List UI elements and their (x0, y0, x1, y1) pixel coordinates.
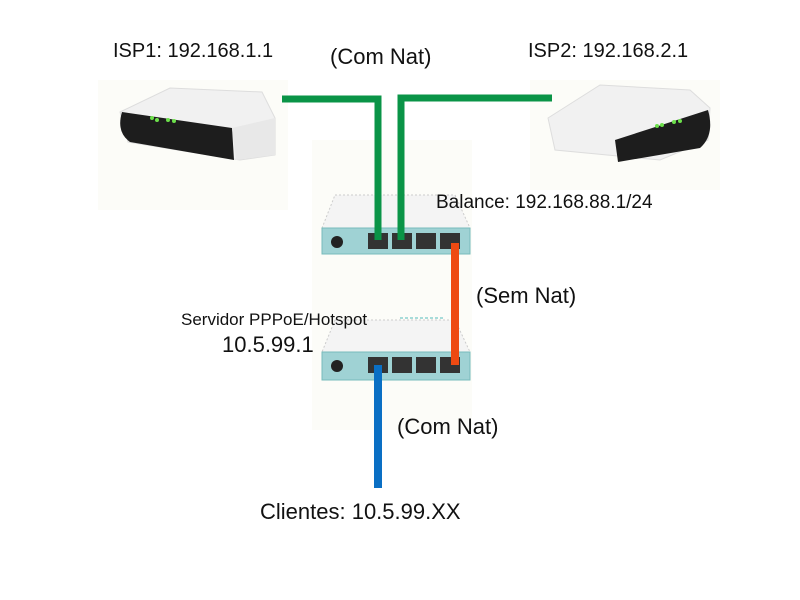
inter-link-label: (Sem Nat) (476, 283, 577, 308)
balance-label: Balance: 192.168.88.1/24 (436, 192, 653, 213)
isp2-modem (547, 84, 711, 162)
link-isp2-balance (397, 94, 552, 240)
isp1-modem (119, 87, 276, 161)
routers-bg (312, 140, 472, 430)
isp2-led-icons (655, 119, 682, 128)
client-link-label: (Com Nat) (397, 414, 499, 439)
clients-label: Clientes: 10.5.99.XX (260, 499, 461, 524)
isp1-label: ISP1: 192.168.1.1 (113, 40, 274, 62)
isp2-label: ISP2: 192.168.2.1 (528, 40, 689, 62)
isp1-led-icons (150, 116, 176, 123)
server-router (321, 317, 471, 381)
server-label: Servidor PPPoE/Hotspot (181, 310, 368, 329)
wan-link-label: (Com Nat) (330, 44, 432, 69)
server-ip: 10.5.99.1 (222, 332, 314, 357)
link-isp1-balance (282, 95, 382, 240)
